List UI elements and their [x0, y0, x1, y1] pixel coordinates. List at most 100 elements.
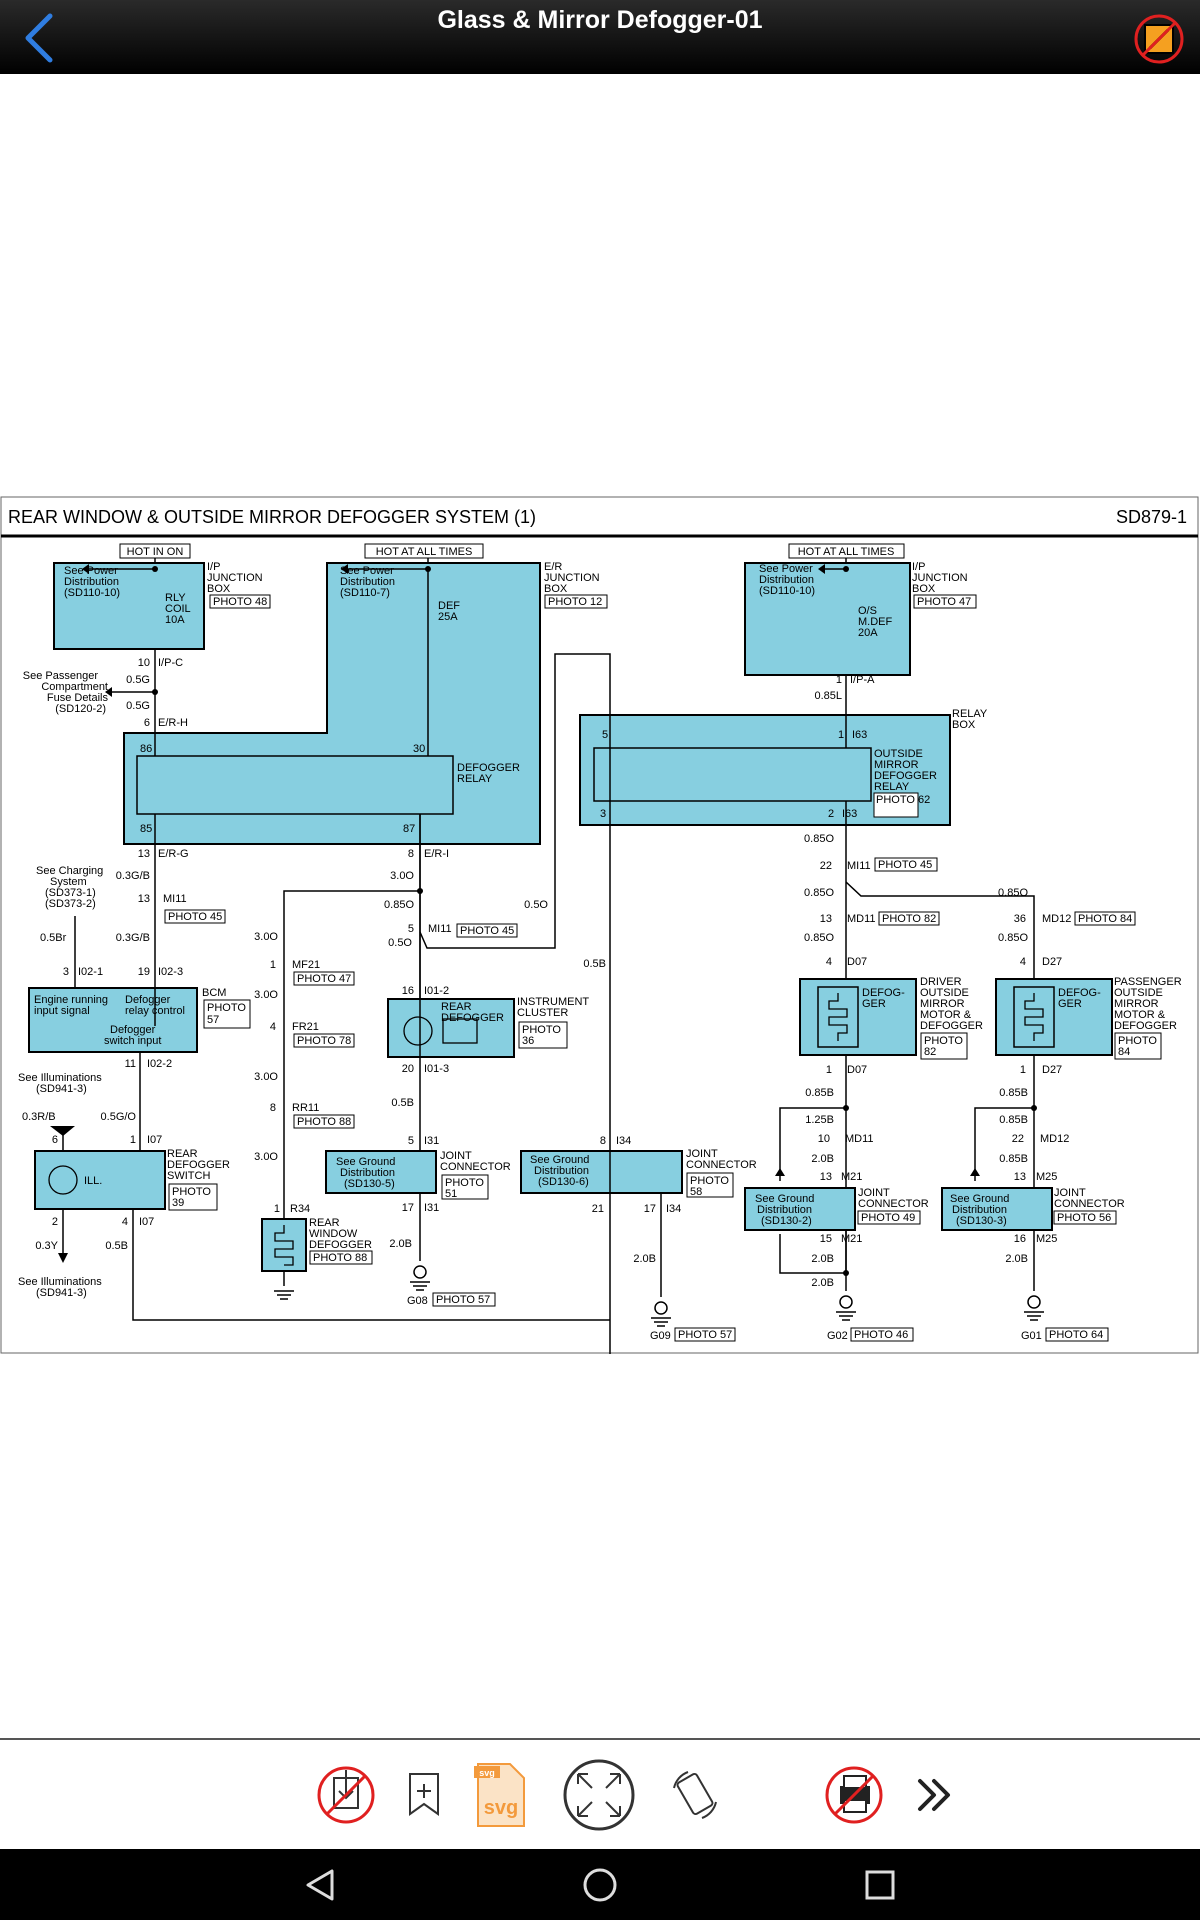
label: DEFOGGER: [441, 1012, 504, 1024]
label: See Illuminations: [18, 1276, 102, 1288]
label: 13: [138, 893, 150, 905]
label: I34: [616, 1135, 631, 1147]
ip-junction-box-1: [53, 562, 205, 650]
back-triangle-icon: [306, 1869, 334, 1901]
label: I01-2: [424, 985, 449, 997]
label: FR21: [292, 1021, 319, 1033]
label: 4: [270, 1021, 276, 1033]
rotate-button[interactable]: [664, 1740, 726, 1851]
label: See Passenger: [23, 670, 99, 682]
fit-screen-button[interactable]: [560, 1740, 638, 1851]
label: 3.0O: [254, 989, 278, 1001]
wiring-diagram-svg: REAR WINDOW & OUTSIDE MIRROR DEFOGGER SY…: [0, 496, 1199, 1376]
label: 10: [818, 1133, 830, 1145]
label: 0.85B: [805, 1087, 834, 1099]
label: 6: [52, 1134, 58, 1146]
system-navigation-bar: [0, 1849, 1200, 1920]
label: DEFOG-: [1058, 987, 1101, 999]
label: 11: [125, 1058, 136, 1070]
label: 20A: [858, 627, 878, 639]
nav-back-button[interactable]: [295, 1849, 345, 1920]
fit-screen-icon: [563, 1759, 635, 1831]
rear-defogger-switch: [34, 1150, 166, 1210]
label: DEFOGGER: [167, 1159, 230, 1171]
label: I63: [852, 729, 867, 741]
label: input signal: [34, 1005, 90, 1017]
photo-ref: PHOTO 45: [878, 859, 932, 871]
label: DEFOGGER: [874, 770, 937, 782]
photo-ref: PHOTO 12: [548, 596, 602, 608]
label: 87: [403, 823, 415, 835]
photo-ref: 39: [172, 1197, 184, 1209]
label: JUNCTION: [912, 572, 968, 584]
photo-ref: PHOTO 56: [1057, 1212, 1111, 1224]
label: (SD120-2): [55, 703, 106, 715]
label: M25: [1036, 1233, 1057, 1245]
label: MD12: [1040, 1133, 1069, 1145]
photo-ref: 36: [522, 1035, 534, 1047]
label: G01: [1021, 1330, 1042, 1342]
label: 0.85O: [384, 899, 414, 911]
label: BOX: [912, 583, 936, 595]
back-button[interactable]: [16, 10, 66, 66]
download-button[interactable]: [312, 1740, 380, 1851]
label: MD12: [1042, 913, 1071, 925]
label: 19: [138, 966, 150, 978]
label: See Ground: [755, 1193, 814, 1205]
label: MOTOR &: [920, 1009, 972, 1021]
nav-home-button[interactable]: [575, 1849, 625, 1920]
label: switch input: [104, 1035, 161, 1047]
label: COIL: [165, 603, 191, 615]
label: 0.5Br: [40, 932, 67, 944]
label: 15: [820, 1233, 832, 1245]
label: 1: [836, 674, 842, 686]
label: (SD110-7): [340, 587, 390, 599]
label: Distribution: [340, 1167, 395, 1179]
label: I07: [139, 1216, 154, 1228]
more-button[interactable]: [910, 1740, 960, 1851]
nav-recents-button[interactable]: [855, 1849, 905, 1920]
label: I31: [424, 1135, 439, 1147]
label: I31: [424, 1202, 439, 1214]
bookmark-button[interactable]: [398, 1740, 450, 1851]
no-download-icon: [317, 1766, 375, 1824]
rotate-icon: [673, 1771, 717, 1819]
label: 13: [1014, 1171, 1026, 1183]
label: D27: [1042, 956, 1062, 968]
label: 16: [1014, 1233, 1026, 1245]
label: 5: [408, 923, 414, 935]
label: See Power: [340, 565, 394, 577]
wiring-diagram[interactable]: REAR WINDOW & OUTSIDE MIRROR DEFOGGER SY…: [0, 496, 1200, 1376]
photo-ref: PHOTO 45: [168, 911, 222, 923]
joint-connector-49: [744, 1187, 856, 1231]
label: 1: [1020, 1064, 1026, 1076]
label: M.DEF: [858, 616, 893, 628]
page-title: Glass & Mirror Defogger-01: [437, 6, 763, 34]
label: O/S: [858, 605, 877, 617]
label: GER: [1058, 998, 1082, 1010]
label: (SD130-3): [956, 1215, 1007, 1227]
label: Defogger: [125, 994, 171, 1006]
label: PASSENGER: [1114, 976, 1182, 988]
label: MIRROR: [874, 759, 919, 771]
note-button[interactable]: [1132, 12, 1186, 66]
label: 0.85B: [999, 1114, 1028, 1126]
label: 0.5G/O: [101, 1111, 137, 1123]
label: (SD941-3): [36, 1287, 87, 1299]
label: 8: [270, 1102, 276, 1114]
label: R34: [290, 1203, 310, 1215]
bcm: [28, 987, 198, 1053]
label: Distribution: [759, 574, 814, 586]
label: 17: [644, 1203, 656, 1215]
label: MOTOR &: [1114, 1009, 1166, 1021]
label: MI11: [847, 860, 871, 872]
label: 2.0B: [1005, 1253, 1028, 1265]
label: DEFOGGER: [920, 1020, 983, 1032]
label: OUTSIDE: [1114, 987, 1163, 999]
label: BCM: [202, 987, 226, 999]
photo-ref: PHOTO 46: [854, 1329, 908, 1341]
print-button[interactable]: [820, 1740, 888, 1851]
label: 0.5B: [391, 1097, 414, 1109]
svg-export-button[interactable]: svg svg: [470, 1740, 532, 1851]
label: DEFOG-: [862, 987, 905, 999]
